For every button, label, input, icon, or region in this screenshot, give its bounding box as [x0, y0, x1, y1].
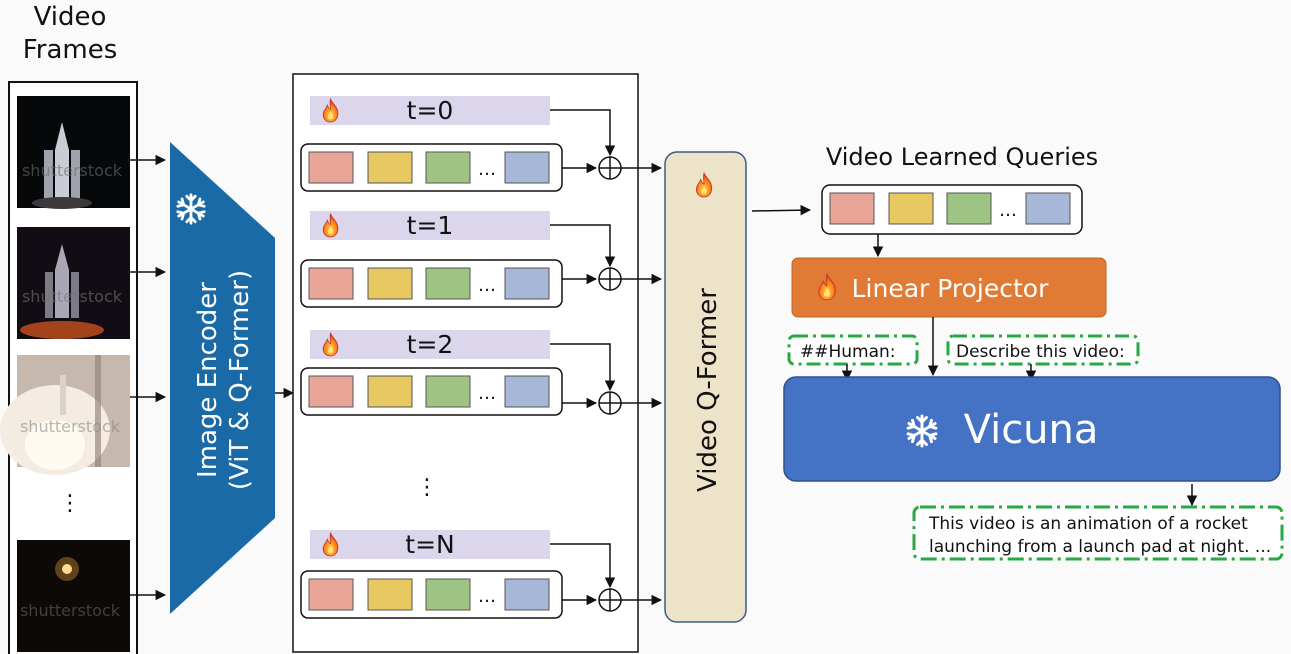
vicuna-label: Vicuna [964, 407, 1099, 453]
video-frame-1: shutterstock [17, 96, 130, 209]
image-encoder-label-line1: Image Encoder [193, 282, 223, 478]
video-frames-title-line2: Frames [23, 35, 118, 65]
add-operator-icon [598, 588, 622, 612]
query-tokens-ellipsis: … [478, 383, 496, 404]
arrow-qformer-learned-queries [751, 204, 812, 216]
learned-query-token [1025, 192, 1071, 225]
timestep-row: t=N … [300, 530, 663, 619]
video-qformer-label: Video Q-Former [693, 288, 723, 492]
human-prompt-text: ##Human: [800, 342, 896, 362]
timestep-embedding-bar [310, 530, 550, 559]
video-frame-4: shutterstock [17, 540, 130, 652]
query-token [504, 578, 550, 611]
query-token [504, 151, 550, 184]
query-tokens-ellipsis: … [478, 275, 496, 296]
output-text-line2: launching from a launch pad at night. ..… [929, 537, 1271, 557]
frame-watermark: shutterstock [22, 287, 123, 306]
image-encoder-label-line2: (ViT & Q-Former) [225, 270, 255, 490]
frames-ellipsis: ⋮ [59, 491, 81, 516]
timestep-row: t=2 … [300, 330, 663, 416]
add-operator-icon [598, 156, 622, 180]
timestep-row: t=0 … [300, 96, 663, 192]
query-token [308, 578, 354, 611]
vicuna-block [783, 376, 1281, 482]
query-token [367, 375, 413, 408]
timesteps-ellipsis: ⋮ [416, 475, 438, 500]
video-frame-2: shutterstock [17, 227, 130, 339]
timestep-embedding-bar [310, 330, 550, 359]
linear-projector-label: Linear Projector [852, 274, 1049, 303]
timestep-embedding-bar [310, 96, 550, 125]
image-encoder-block [170, 142, 275, 614]
query-token [504, 375, 550, 408]
learned-query-token [829, 192, 875, 225]
query-token [425, 578, 471, 611]
learned-query-token [946, 192, 992, 225]
query-token [425, 267, 471, 300]
query-token [367, 578, 413, 611]
frame-watermark: shutterstock [20, 417, 121, 436]
describe-prompt-text: Describe this video: [956, 342, 1125, 362]
video-frames-title-line1: Video [34, 2, 107, 32]
timestep-label: t=0 [407, 96, 454, 125]
arrow-timestep-add [550, 109, 616, 157]
add-operator-icon [598, 391, 622, 415]
linear-projector-block [791, 257, 1107, 318]
query-token [367, 267, 413, 300]
frame-watermark: shutterstock [20, 601, 121, 620]
video-frame-3: shutterstock [0, 355, 130, 475]
query-tokens-ellipsis: … [478, 586, 496, 607]
arrow-timestep-add [550, 543, 616, 589]
query-token [425, 151, 471, 184]
timestep-row: t=1 … [300, 211, 663, 308]
query-token [425, 375, 471, 408]
timestep-embedding-bar [310, 211, 550, 240]
human-prompt-box [787, 334, 919, 366]
timestep-label: t=1 [407, 211, 454, 240]
video-learned-queries-title: Video Learned Queries [826, 143, 1098, 171]
output-text-line1: This video is an animation of a rocket [928, 514, 1248, 534]
learned-query-token [888, 192, 934, 225]
query-tokens-ellipsis: … [478, 159, 496, 180]
arrow-timestep-add [550, 343, 616, 392]
query-token [308, 375, 354, 408]
learned-queries-ellipsis: … [999, 200, 1017, 221]
timestep-label: t=2 [407, 330, 454, 359]
frame-watermark: shutterstock [22, 161, 123, 180]
query-token [308, 267, 354, 300]
output-text-box [912, 505, 1284, 561]
query-token [504, 267, 550, 300]
query-token [367, 151, 413, 184]
video-qformer-block [664, 151, 747, 623]
timestep-label: t=N [405, 530, 454, 559]
add-operator-icon [598, 267, 622, 291]
query-token [308, 151, 354, 184]
describe-prompt-box [946, 334, 1140, 366]
arrow-timestep-add [550, 224, 616, 268]
